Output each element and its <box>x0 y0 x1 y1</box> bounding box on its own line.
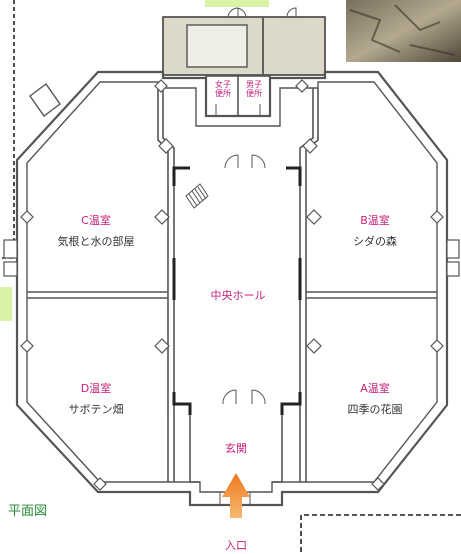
restroom-women-line2: 便所 <box>215 89 231 98</box>
room-d-name: D温室 <box>80 382 112 395</box>
room-a-name: A温室 <box>360 382 390 395</box>
room-b-name: B温室 <box>360 214 390 227</box>
leader-line-bottom <box>300 514 461 554</box>
highlight-swatch-left <box>0 287 12 321</box>
room-b-subtitle: シダの森 <box>353 235 397 248</box>
building-outline <box>15 70 449 507</box>
map-title: 平面図 <box>8 504 48 519</box>
staircase-icon <box>185 183 209 209</box>
leader-line-left <box>0 0 15 259</box>
room-c-subtitle: 気根と水の部屋 <box>57 235 135 248</box>
central-hall-walls <box>172 166 302 415</box>
photo-fragment <box>346 0 461 62</box>
side-exits <box>3 239 460 277</box>
restroom-men-line2: 便所 <box>246 89 262 98</box>
room-d-subtitle: サボテン畑 <box>68 403 124 416</box>
entrance-label: 入口 <box>225 539 247 552</box>
room-c-name: C温室 <box>81 214 111 227</box>
north-porch <box>29 83 61 117</box>
restroom-women-label: 女子 便所 <box>210 80 236 98</box>
highlight-swatch-top <box>205 0 269 7</box>
pillars <box>20 79 444 491</box>
entrance-hall-label: 玄関 <box>225 442 247 455</box>
doors <box>219 154 266 505</box>
room-a-subtitle: 四季の花園 <box>347 403 403 416</box>
restroom-men-line1: 男子 <box>246 80 262 89</box>
restroom-women-line1: 女子 <box>215 80 231 89</box>
annex-block <box>162 7 326 76</box>
restroom-men-label: 男子 便所 <box>241 80 267 98</box>
entrance-arrow-icon <box>222 473 250 518</box>
central-hall-label: 中央ホール <box>210 289 266 302</box>
